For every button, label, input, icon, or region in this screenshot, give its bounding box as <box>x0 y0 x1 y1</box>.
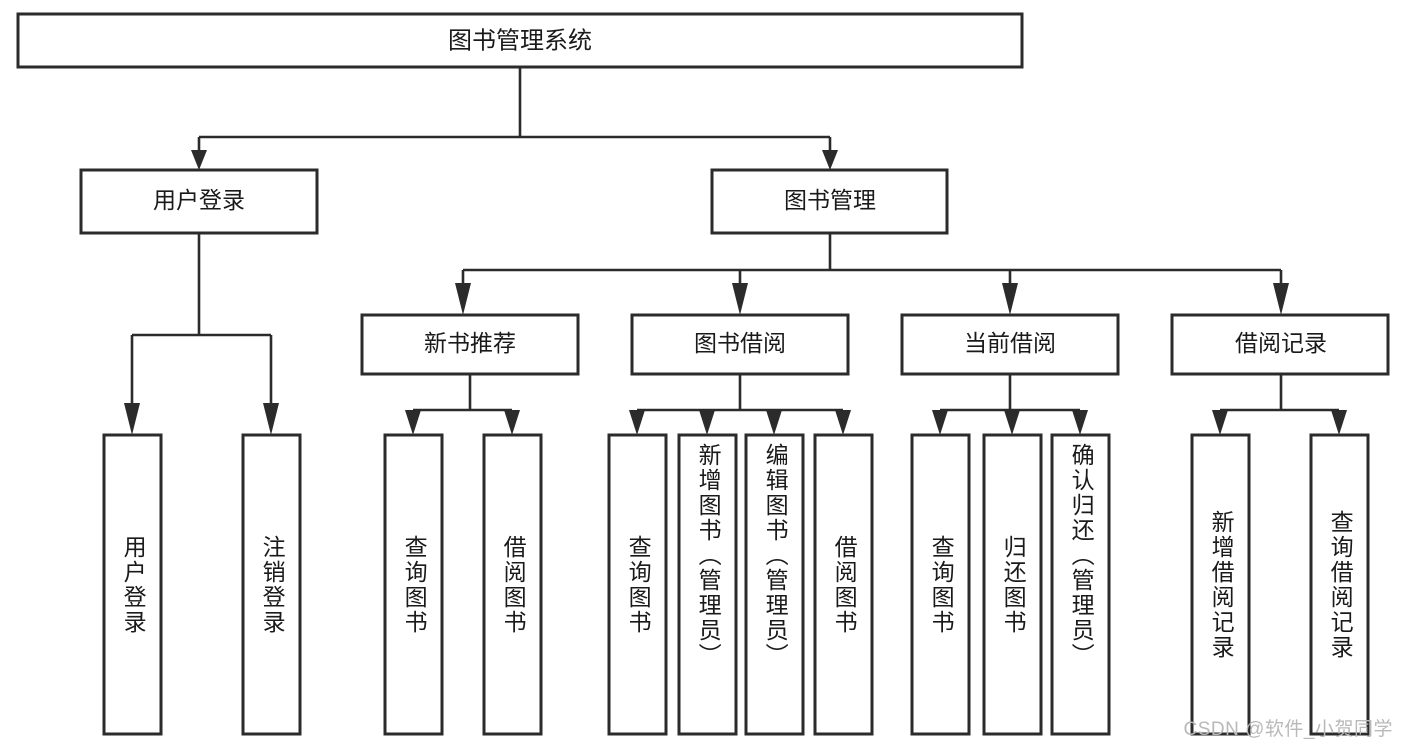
leaf-box-edit-book[interactable] <box>744 433 805 736</box>
node-new-book-recommend-box[interactable] <box>360 313 580 376</box>
node-borrow-record-label: 借阅记录 <box>1235 330 1327 356</box>
arrowhead-leaf-query-book-1 <box>405 410 421 435</box>
arrowhead-leaf-edit-book <box>766 410 782 435</box>
leaf-box-add-record[interactable] <box>1190 433 1251 736</box>
node-book-manage-label: 图书管理 <box>784 187 876 213</box>
leaf-box-query-record[interactable] <box>1309 433 1370 736</box>
leaf-box-add-book[interactable] <box>677 433 738 736</box>
leaf-box-user-login[interactable] <box>102 433 163 736</box>
node-root-box[interactable] <box>16 12 1024 69</box>
arrowhead-current-borrow <box>1002 283 1018 315</box>
node-root-label: 图书管理系统 <box>448 27 592 54</box>
arrowhead-leaf-add-book <box>699 410 715 435</box>
arrowhead-leaf-borrow-book-1 <box>504 410 520 435</box>
node-current-borrow[interactable]: 当前借阅 <box>900 313 1120 376</box>
leaf-box-layer <box>102 433 1370 736</box>
node-user-login-box[interactable] <box>79 168 319 235</box>
arrowhead-leaf-borrow-book-2 <box>835 410 851 435</box>
arrowhead-leaf-user-logout <box>263 403 279 435</box>
node-book-borrow[interactable]: 图书借阅 <box>630 313 850 376</box>
node-user-login[interactable]: 用户登录 <box>79 168 319 235</box>
leaf-box-query-book-2[interactable] <box>607 433 668 736</box>
connector-layer <box>124 67 1347 435</box>
leaf-box-borrow-book-1[interactable] <box>482 433 543 736</box>
arrowhead-new-book-recommend <box>455 283 471 315</box>
node-borrow-record-box[interactable] <box>1170 313 1390 376</box>
arrowhead-leaf-confirm-return <box>1072 410 1088 435</box>
arrowhead-leaf-query-book-3 <box>932 410 948 435</box>
node-root[interactable]: 图书管理系统 <box>16 12 1024 69</box>
node-borrow-record[interactable]: 借阅记录 <box>1170 313 1390 376</box>
leaf-box-borrow-book-2[interactable] <box>813 433 874 736</box>
arrowhead-user-login <box>191 150 207 170</box>
arrowhead-leaf-user-login <box>124 403 140 435</box>
leaf-box-return-book[interactable] <box>982 433 1043 736</box>
arrowhead-book-borrow <box>732 283 748 315</box>
node-book-borrow-box[interactable] <box>630 313 850 376</box>
node-new-book-recommend-label: 新书推荐 <box>424 330 516 356</box>
leaf-box-query-book-1[interactable] <box>383 433 444 736</box>
arrowhead-leaf-query-record <box>1331 410 1347 435</box>
arrowhead-leaf-add-record <box>1212 410 1228 435</box>
arrowhead-borrow-record <box>1273 283 1289 315</box>
node-current-borrow-label: 当前借阅 <box>964 330 1056 356</box>
leaf-box-confirm-return[interactable] <box>1050 433 1111 736</box>
node-book-manage[interactable]: 图书管理 <box>710 168 949 235</box>
node-new-book-recommend[interactable]: 新书推荐 <box>360 313 580 376</box>
arrowhead-book-manage <box>822 150 838 170</box>
leaf-box-query-book-3[interactable] <box>910 433 971 736</box>
arrowhead-leaf-query-book-2 <box>629 410 645 435</box>
node-book-manage-box[interactable] <box>710 168 949 235</box>
leaf-box-user-logout[interactable] <box>241 433 302 736</box>
node-book-borrow-label: 图书借阅 <box>694 330 786 356</box>
node-current-borrow-box[interactable] <box>900 313 1120 376</box>
watermark-text: CSDN @软件_小贺同学 <box>1183 719 1393 740</box>
arrowhead-leaf-return-book <box>1004 410 1020 435</box>
node-user-login-label: 用户登录 <box>153 187 245 213</box>
